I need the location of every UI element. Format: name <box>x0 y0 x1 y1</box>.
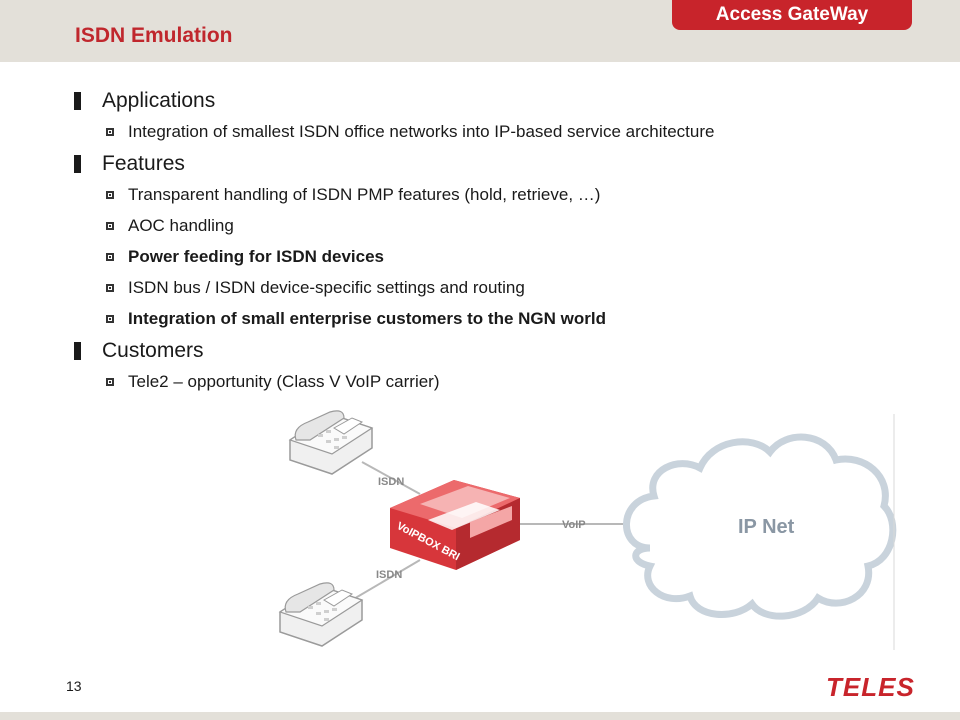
isdn-bottom-label: ISDN <box>376 569 402 581</box>
list-item: Tele2 – opportunity (Class V VoIP carrie… <box>74 366 924 397</box>
isdn-top-label: ISDN <box>378 476 404 488</box>
bullet-bar-icon <box>74 92 81 110</box>
list-item: Power feeding for ISDN devices <box>74 241 924 272</box>
list-item: ISDN bus / ISDN device-specific settings… <box>74 272 924 303</box>
list-item: Transparent handling of ISDN PMP feature… <box>74 179 924 210</box>
list-item-text: Integration of smallest ISDN office netw… <box>128 121 715 141</box>
list-item-text: Tele2 – opportunity (Class V VoIP carrie… <box>128 371 440 391</box>
isdn-link-bottom <box>351 559 421 601</box>
page-number: 13 <box>66 678 82 694</box>
bullet-bar-icon <box>74 342 81 360</box>
list-item: Integration of smallest ISDN office netw… <box>74 116 924 147</box>
section-heading-customers: Customers <box>74 336 924 366</box>
bottom-band <box>0 712 960 720</box>
square-bullet-icon <box>106 377 114 386</box>
phone-top-icon <box>288 410 374 475</box>
section-heading-label: Applications <box>102 89 216 112</box>
section-heading-features: Features <box>74 149 924 179</box>
square-bullet-icon <box>106 127 114 136</box>
square-bullet-icon <box>106 283 114 292</box>
bullet-list: Applications Integration of smallest ISD… <box>74 84 924 397</box>
slide-title: ISDN Emulation <box>75 24 233 47</box>
list-item: AOC handling <box>74 210 924 241</box>
voipbox-device <box>390 480 520 570</box>
square-bullet-icon <box>106 190 114 199</box>
isdn-link-top <box>361 461 421 495</box>
list-item-text: Integration of small enterprise customer… <box>128 308 606 328</box>
phone-bottom-icon <box>278 582 364 647</box>
ip-net-label: IP Net <box>738 516 795 538</box>
voip-label: VoIP <box>562 519 586 531</box>
bullet-bar-icon <box>74 155 81 173</box>
section-heading-label: Customers <box>102 339 204 362</box>
square-bullet-icon <box>106 252 114 261</box>
list-item: Integration of small enterprise customer… <box>74 303 924 334</box>
section-heading-label: Features <box>102 152 185 175</box>
list-item-text: Transparent handling of ISDN PMP feature… <box>128 184 601 204</box>
square-bullet-icon <box>106 314 114 323</box>
list-item-text: AOC handling <box>128 215 234 235</box>
list-item-text: Power feeding for ISDN devices <box>128 246 385 266</box>
list-item-text: ISDN bus / ISDN device-specific settings… <box>128 277 525 297</box>
brand-tab: Access GateWay <box>672 0 912 30</box>
teles-logo: TELES <box>826 672 915 702</box>
section-heading-applications: Applications <box>74 86 924 116</box>
ip-net-cloud-icon <box>623 433 897 620</box>
square-bullet-icon <box>106 221 114 230</box>
